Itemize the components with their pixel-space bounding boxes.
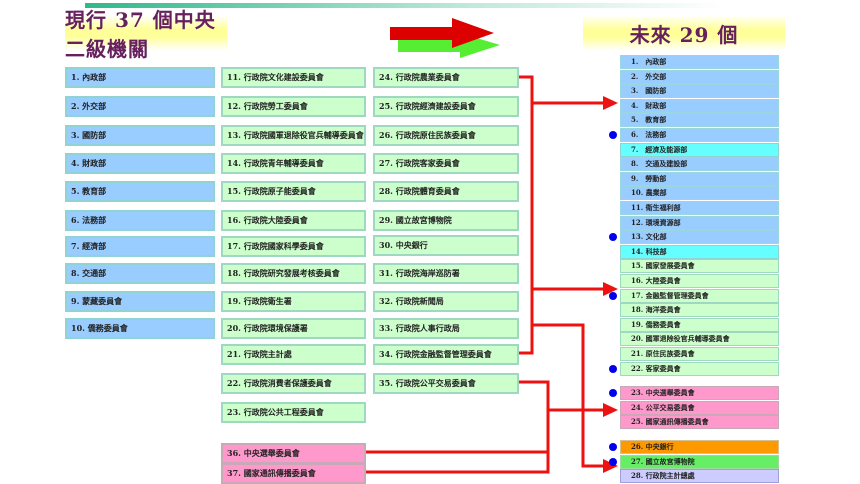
future-agency-box: 4. 財政部 (620, 99, 779, 113)
current-agency-box: 10. 僑務委員會 (65, 318, 215, 339)
current-agency-box: 18. 行政院研究發展考核委員會 (221, 263, 366, 284)
marker-dot-icon (609, 131, 617, 139)
current-agency-box: 16. 行政院大陸委員會 (221, 210, 366, 231)
current-agency-box: 32. 行政院新聞局 (373, 291, 519, 312)
current-agency-box: 7. 經濟部 (65, 236, 215, 257)
marker-dot-icon (609, 458, 617, 466)
marker-dot-icon (609, 233, 617, 241)
future-agency-box: 8. 交通及建設部 (620, 157, 779, 171)
future-agency-box: 11. 衛生福利部 (620, 201, 779, 215)
current-agency-box: 4. 財政部 (65, 153, 215, 174)
future-agency-box: 21. 原住民族委員會 (620, 347, 779, 361)
future-agency-box: 1. 內政部 (620, 55, 779, 69)
current-agency-box: 17. 行政院國家科學委員會 (221, 236, 366, 257)
big-arrow-icon (390, 18, 500, 58)
future-agency-box: 25. 國家通訊傳播委員會 (620, 415, 779, 429)
future-agency-box: 27. 國立故宮博物院 (620, 455, 779, 469)
current-agency-box: 34. 行政院金融監督管理委員會 (373, 344, 519, 365)
future-agency-box: 3. 國防部 (620, 84, 779, 98)
current-agency-box: 31. 行政院海岸巡防署 (373, 263, 519, 284)
marker-dot-icon (609, 365, 617, 373)
future-agency-box: 24. 公平交易委員會 (620, 401, 779, 415)
header-decor-bar (85, 3, 725, 8)
future-agency-box: 18. 海洋委員會 (620, 303, 779, 317)
current-agency-box: 14. 行政院青年輔導委員會 (221, 153, 366, 174)
current-agency-box: 21. 行政院主計處 (221, 344, 366, 365)
current-agency-box: 36. 中央選舉委員會 (221, 443, 366, 464)
future-agency-box: 10. 農業部 (620, 186, 779, 200)
current-agency-box: 22. 行政院消費者保護委員會 (221, 373, 366, 394)
current-agency-box: 5. 教育部 (65, 181, 215, 202)
future-agency-box: 22. 客家委員會 (620, 362, 779, 376)
current-agency-box: 8. 交通部 (65, 263, 215, 284)
current-agency-box: 19. 行政院衛生署 (221, 291, 366, 312)
current-agency-box: 27. 行政院客家委員會 (373, 153, 519, 174)
future-agency-box: 6. 法務部 (620, 128, 779, 142)
future-agency-box: 23. 中央選舉委員會 (620, 386, 779, 400)
marker-dot-icon (609, 389, 617, 397)
current-agency-box: 12. 行政院勞工委員會 (221, 96, 366, 117)
future-agency-box: 19. 僑務委員會 (620, 318, 779, 332)
arrow-heads (603, 96, 618, 473)
future-agency-box: 17. 金融監督管理委員會 (620, 289, 779, 303)
future-agency-box: 9. 勞動部 (620, 172, 779, 186)
current-agency-box: 1. 內政部 (65, 67, 215, 88)
future-agency-box: 7. 經濟及能源部 (620, 143, 779, 157)
future-agency-box: 13. 文化部 (620, 230, 779, 244)
current-agency-box: 28. 行政院體育委員會 (373, 181, 519, 202)
current-agency-box: 37. 國家通訊傳播委員會 (221, 463, 366, 484)
current-agency-box: 25. 行政院經濟建設委員會 (373, 96, 519, 117)
current-agency-box: 13. 行政院國軍退除役官兵輔導委員會 (221, 125, 366, 146)
future-agency-box: 20. 國軍退除役官兵輔導委員會 (620, 332, 779, 346)
current-agency-box: 33. 行政院人事行政局 (373, 318, 519, 339)
current-agency-box: 29. 國立故宮博物院 (373, 210, 519, 231)
future-agency-box: 2. 外交部 (620, 70, 779, 84)
current-agency-box: 35. 行政院公平交易委員會 (373, 373, 519, 394)
current-agency-box: 3. 國防部 (65, 125, 215, 146)
future-agency-box: 12. 環境資源部 (620, 216, 779, 230)
future-agency-box: 5. 教育部 (620, 113, 779, 127)
future-agency-box: 16. 大陸委員會 (620, 274, 779, 288)
current-agency-box: 30. 中央銀行 (373, 235, 519, 256)
current-agency-box: 6. 法務部 (65, 210, 215, 231)
future-agency-box: 14. 科技部 (620, 245, 779, 259)
marker-dot-icon (609, 292, 617, 300)
current-agency-box: 20. 行政院環境保護署 (221, 318, 366, 339)
current-agency-box: 24. 行政院農業委員會 (373, 67, 519, 88)
future-title: 未來 29 個 (583, 15, 785, 51)
future-agency-box: 15. 國家發展委員會 (620, 259, 779, 273)
current-agency-box: 9. 蒙藏委員會 (65, 291, 215, 312)
future-agency-box: 28. 行政院主計總處 (620, 469, 779, 483)
current-agency-box: 23. 行政院公共工程委員會 (221, 402, 366, 423)
current-agency-box: 2. 外交部 (65, 96, 215, 117)
future-agency-box: 26. 中央銀行 (620, 440, 779, 454)
marker-dot-icon (609, 443, 617, 451)
connector-lines (365, 75, 612, 474)
current-agency-box: 15. 行政院原子能委員會 (221, 181, 366, 202)
current-agency-box: 26. 行政院原住民族委員會 (373, 125, 519, 146)
current-agency-box: 11. 行政院文化建設委員會 (221, 67, 366, 88)
